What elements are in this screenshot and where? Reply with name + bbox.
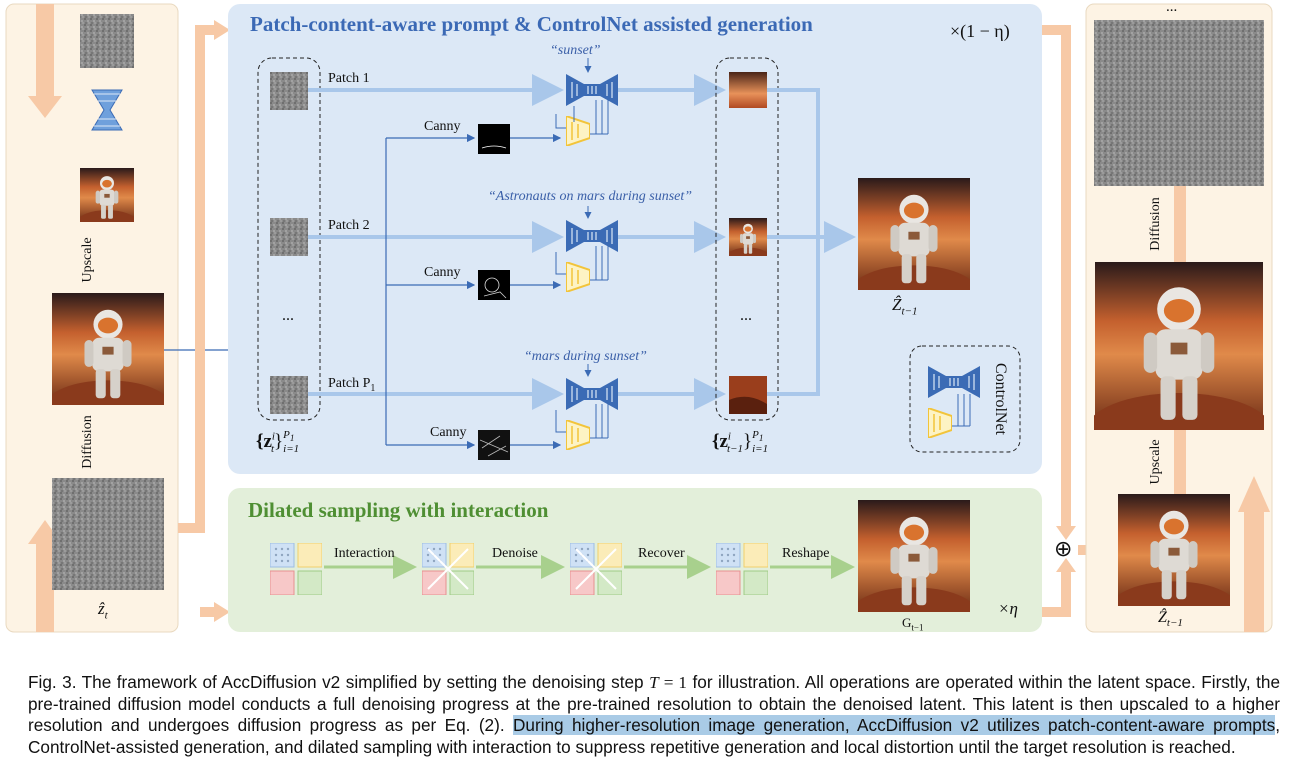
step-interaction: Interaction: [334, 546, 395, 561]
top-panel-multiplier: ×(1 − η): [950, 21, 1010, 41]
patch1-noise: [270, 72, 308, 110]
canny-label-1: Canny: [424, 119, 461, 134]
unet-group-1: [555, 58, 618, 146]
prompt-1: “sunset”: [550, 43, 601, 58]
left-diffusion-label: Diffusion: [80, 415, 95, 469]
caption-highlight: During higher-resolution image generatio…: [512, 715, 1276, 735]
right-z-hat-label: Ẑt−1: [1158, 609, 1183, 630]
figure-graphics: [5, 3, 1273, 633]
patch2-noise: [270, 218, 308, 256]
canny-edge-3: [478, 430, 510, 460]
figure-caption: Fig. 3. The framework of AccDiffusion v2…: [28, 672, 1281, 757]
patchp-noise: [270, 376, 308, 414]
out-patch-1: [729, 72, 767, 108]
right-top-noise: [1094, 20, 1264, 186]
prompt-3: “mars during sunset”: [524, 349, 647, 364]
g-label: Gt−1: [902, 615, 924, 633]
right-diffusion-label: Diffusion: [1148, 197, 1163, 251]
sum-operator: ⊕: [1054, 536, 1073, 561]
patch-ellipsis: ...: [282, 307, 294, 324]
patch2-label: Patch 2: [328, 218, 370, 233]
left-z-hat-label: ẑt: [98, 599, 108, 622]
right-upscale-label: Upscale: [1148, 439, 1163, 485]
framework-figure: Patch-content-aware prompt & ControlNet …: [5, 0, 1273, 633]
bottom-panel-title: Dilated sampling with interaction: [248, 498, 549, 522]
left-top-noise: [80, 14, 134, 68]
patch1-label: Patch 1: [328, 71, 370, 86]
z-prev-label: Ẑt−1: [892, 295, 918, 318]
unet-group-2: [555, 206, 618, 292]
left-bottom-noise: [52, 478, 164, 590]
canny-label-2: Canny: [424, 265, 461, 280]
left-vae-icon: [91, 89, 123, 131]
bottom-panel-multiplier: ×η: [998, 599, 1018, 618]
right-top-dots: ...: [1166, 0, 1178, 15]
top-panel-title: Patch-content-aware prompt & ControlNet …: [250, 12, 813, 36]
canny-label-3: Canny: [430, 425, 467, 440]
step-reshape: Reshape: [782, 546, 830, 561]
canny-edge-1: [478, 124, 510, 154]
step-recover: Recover: [638, 546, 685, 561]
left-upscale-label: Upscale: [80, 237, 95, 283]
patchp-label: Patch P1: [328, 376, 376, 394]
bottom-panel: [228, 488, 1042, 632]
step-denoise: Denoise: [492, 546, 538, 561]
canny-edge-2: [478, 270, 510, 300]
unet-group-3: [555, 364, 618, 450]
prompt-2: “Astronauts on mars during sunset”: [488, 189, 693, 204]
out-ellipsis: ...: [740, 307, 752, 324]
controlnet-legend-label: ControlNet: [992, 363, 1009, 435]
